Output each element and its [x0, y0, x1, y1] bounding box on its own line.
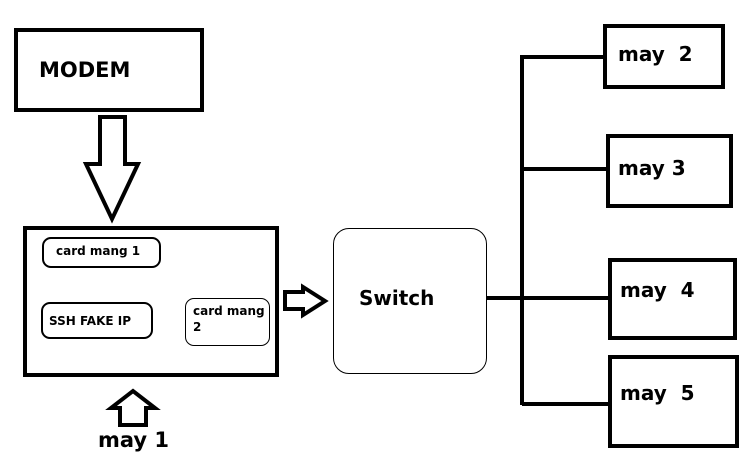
may1-box[interactable]: card mang 1 SSH FAKE IP card mang 2: [23, 226, 279, 377]
ssh-fake-ip-node[interactable]: SSH FAKE IP: [41, 302, 153, 339]
ssh-fake-ip-label: SSH FAKE IP: [49, 314, 132, 328]
may2-box[interactable]: may 2: [603, 24, 725, 89]
switch-label: Switch: [359, 286, 435, 310]
modem-down-arrow: [82, 115, 142, 224]
may2-label: may 2: [618, 42, 693, 66]
modem-label: MODEM: [39, 58, 131, 82]
card-mang-2-label: card mang 2: [193, 304, 265, 334]
modem-box[interactable]: MODEM: [14, 28, 204, 112]
card-mang-1-node[interactable]: card mang 1: [42, 237, 161, 268]
may4-label: may 4: [620, 278, 695, 302]
may3-box[interactable]: may 3: [606, 134, 733, 208]
may4-box[interactable]: may 4: [608, 258, 737, 340]
may1-up-arrow: [105, 388, 161, 427]
may5-label: may 5: [620, 381, 695, 405]
may3-label: may 3: [618, 156, 686, 180]
card-mang-1-label: card mang 1: [56, 244, 141, 258]
may1-caption: may 1: [98, 428, 170, 452]
may1-to-switch-arrow: [283, 283, 329, 319]
switch-box[interactable]: Switch: [333, 228, 487, 374]
card-mang-2-node[interactable]: card mang 2: [185, 298, 270, 346]
may5-box[interactable]: may 5: [608, 355, 739, 448]
